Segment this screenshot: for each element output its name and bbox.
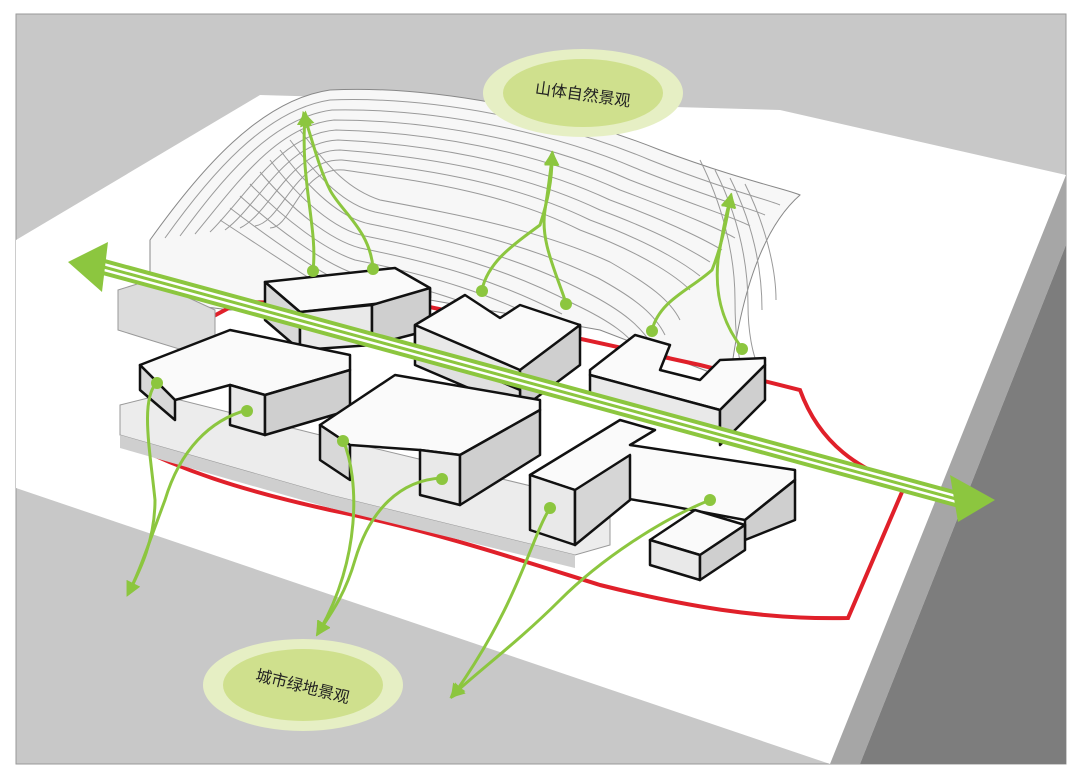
- flow-arrows-up: [296, 110, 744, 349]
- mountain-label-bubble: [503, 59, 663, 127]
- building-e: [318, 373, 542, 507]
- mountain-label: 山体自然景观: [483, 49, 683, 137]
- building-c: [588, 333, 767, 447]
- city-label-bubble: [223, 649, 383, 721]
- flow-arrow-dots: [151, 263, 748, 514]
- city-label: 城市绿地景观: [203, 639, 403, 731]
- platform-side-shadow: [830, 175, 1066, 764]
- building-d: [138, 328, 352, 437]
- hill-contours: [149, 88, 801, 381]
- building-f: [528, 418, 797, 582]
- corridor-arrow-icon: [68, 242, 995, 522]
- flow-arrows-down: [126, 380, 711, 700]
- podium-edge: [120, 435, 575, 568]
- site-boundary: [121, 299, 908, 621]
